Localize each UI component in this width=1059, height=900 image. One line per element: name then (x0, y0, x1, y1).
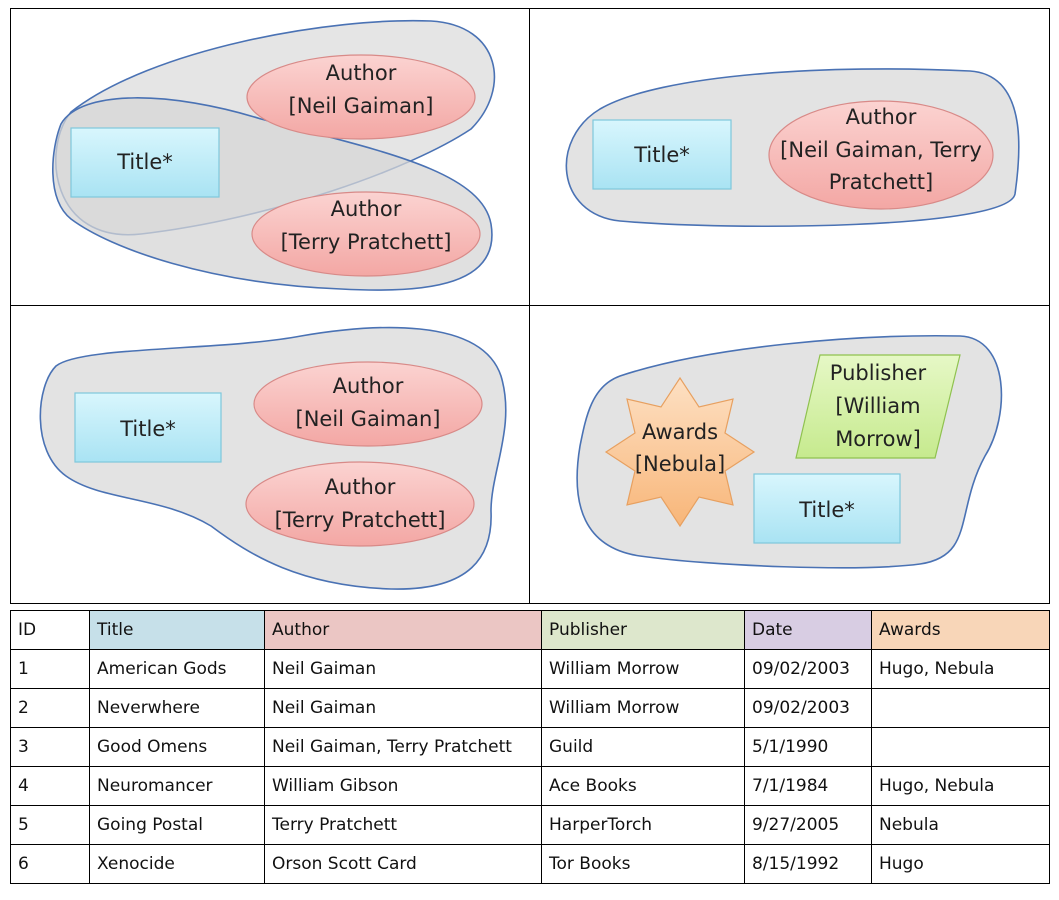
cell-date: 7/1/1984 (744, 766, 872, 806)
author-combined-ellipse (768, 100, 994, 210)
table-row: 5 Going Postal Terry Pratchett HarperTor… (10, 805, 1050, 845)
cell-id: 2 (10, 688, 90, 728)
title-box (70, 127, 220, 198)
table-row: 2 Neverwhere Neil Gaiman William Morrow … (10, 688, 1050, 728)
column-header-publisher: Publisher (541, 610, 745, 650)
cell-publisher: Guild (541, 727, 745, 767)
cell-publisher: Tor Books (541, 844, 745, 884)
cell-date: 09/02/2003 (744, 649, 872, 689)
title-box-label: Title* (633, 143, 690, 167)
title-box-label: Title* (798, 498, 855, 522)
cell-awards: Hugo, Nebula (871, 766, 1050, 806)
cell-author: Neil Gaiman, Terry Pratchett (264, 727, 542, 767)
cell-awards (871, 727, 1050, 767)
diagram-panel-overlapping-groups: Title* Author [Neil Gaiman] Author [Terr… (10, 8, 531, 307)
author-combined-label: Author (846, 105, 917, 129)
author-terry-value: [Terry Pratchett] (275, 508, 446, 532)
cell-title: Neuromancer (89, 766, 265, 806)
cell-id: 6 (10, 844, 90, 884)
cell-author: Orson Scott Card (264, 844, 542, 884)
cell-date: 9/27/2005 (744, 805, 872, 845)
diagram-panel-two-authors: Title* Author [Neil Gaiman] Author [Terr… (10, 305, 531, 604)
author-neil-value: [Neil Gaiman] (289, 94, 434, 118)
cell-author: Neil Gaiman (264, 649, 542, 689)
cell-awards: Hugo (871, 844, 1050, 884)
cell-title: Good Omens (89, 727, 265, 767)
cell-author: Terry Pratchett (264, 805, 542, 845)
books-table: ID Title Author Publisher Date Awards 1 … (10, 610, 1050, 884)
author-neil-value: [Neil Gaiman] (296, 407, 441, 431)
title-box (592, 119, 732, 190)
panel4-canvas: Awards [Nebula] Publisher [William Morro… (576, 335, 1003, 569)
table-header-row: ID Title Author Publisher Date Awards (10, 610, 1050, 650)
cell-awards (871, 688, 1050, 728)
author-neil-label: Author (333, 374, 404, 398)
cell-title: American Gods (89, 649, 265, 689)
cell-id: 5 (10, 805, 90, 845)
author-neil-ellipse (246, 54, 476, 140)
title-box-label: Title* (119, 417, 176, 441)
cell-publisher: Ace Books (541, 766, 745, 806)
author-terry-value: [Terry Pratchett] (281, 230, 452, 254)
publisher-value-line2: Morrow] (835, 427, 921, 451)
column-header-title: Title (89, 610, 265, 650)
author-neil-label: Author (326, 61, 397, 85)
cell-date: 09/02/2003 (744, 688, 872, 728)
column-header-awards: Awards (871, 610, 1050, 650)
table-row: 1 American Gods Neil Gaiman William Morr… (10, 649, 1050, 689)
publisher-value-line1: [William (835, 394, 920, 418)
cell-date: 5/1/1990 (744, 727, 872, 767)
publisher-parallelogram (795, 354, 961, 459)
cell-author: William Gibson (264, 766, 542, 806)
awards-star (604, 376, 756, 528)
author-neil-ellipse (253, 361, 483, 447)
author-terry-ellipse (251, 191, 481, 277)
cell-id: 4 (10, 766, 90, 806)
column-header-date: Date (744, 610, 872, 650)
author-terry-label: Author (331, 197, 402, 221)
title-box (753, 473, 901, 544)
cell-author: Neil Gaiman (264, 688, 542, 728)
author-terry-label: Author (325, 475, 396, 499)
cell-awards: Nebula (871, 805, 1050, 845)
column-header-author: Author (264, 610, 542, 650)
diagram-panel-combined-author: Title* Author [Neil Gaiman, Terry Pratch… (529, 8, 1050, 307)
awards-value: [Nebula] (635, 452, 725, 476)
cell-title: Xenocide (89, 844, 265, 884)
cell-date: 8/15/1992 (744, 844, 872, 884)
panel3-canvas: Title* Author [Neil Gaiman] Author [Terr… (39, 326, 507, 590)
cell-id: 3 (10, 727, 90, 767)
table-row: 3 Good Omens Neil Gaiman, Terry Pratchet… (10, 727, 1050, 767)
panel2-canvas: Title* Author [Neil Gaiman, Terry Pratch… (565, 68, 1020, 228)
panel1-canvas: Title* Author [Neil Gaiman] Author [Terr… (52, 19, 496, 291)
cell-publisher: William Morrow (541, 649, 745, 689)
cell-awards: Hugo, Nebula (871, 649, 1050, 689)
cell-publisher: HarperTorch (541, 805, 745, 845)
table-row: 6 Xenocide Orson Scott Card Tor Books 8/… (10, 844, 1050, 884)
author-terry-ellipse (245, 461, 475, 547)
diagram-panel-heterogeneous: Awards [Nebula] Publisher [William Morro… (529, 305, 1050, 604)
table-row: 4 Neuromancer William Gibson Ace Books 7… (10, 766, 1050, 806)
publisher-label: Publisher (830, 361, 927, 385)
cell-publisher: William Morrow (541, 688, 745, 728)
author-combined-value-line2: Pratchett] (829, 170, 933, 194)
title-box (74, 392, 222, 463)
title-box-label: Title* (116, 150, 173, 174)
cell-title: Neverwhere (89, 688, 265, 728)
cell-title: Going Postal (89, 805, 265, 845)
cell-id: 1 (10, 649, 90, 689)
awards-label: Awards (642, 420, 718, 444)
column-header-id: ID (10, 610, 90, 650)
author-combined-value-line1: [Neil Gaiman, Terry (780, 138, 982, 162)
